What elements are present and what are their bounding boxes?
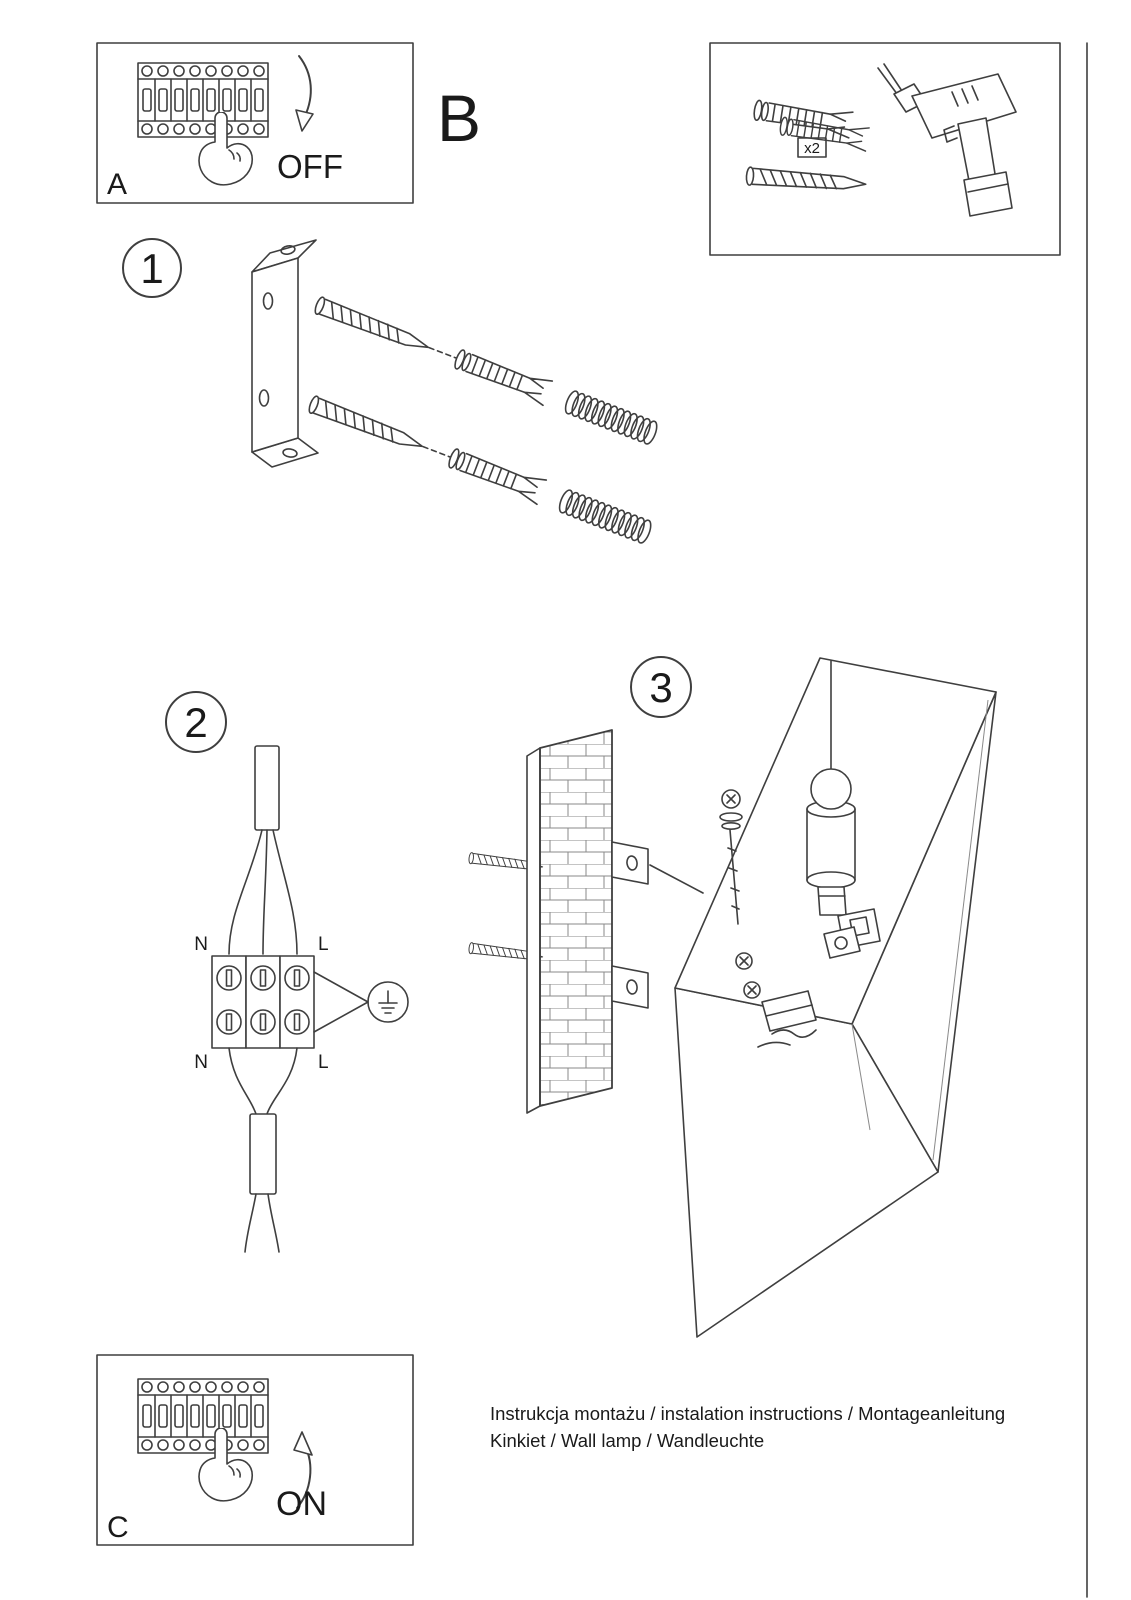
mounting-bracket-icon — [251, 239, 319, 468]
panel-b-frame — [709, 42, 1061, 256]
neutral-top-label: N — [194, 934, 208, 955]
step-1-number: 1 — [140, 245, 163, 292]
panel-b: x2 — [709, 42, 1061, 256]
step-2-number: 2 — [184, 699, 207, 746]
step-3-badge — [630, 656, 692, 718]
lamp-terminal-icon — [735, 926, 861, 1048]
step-1: 1 — [122, 238, 660, 546]
earth-symbol-icon — [313, 971, 409, 1033]
neutral-bottom-label: N — [194, 1052, 208, 1073]
wall-plug-icon — [778, 113, 870, 152]
footer-line-2: Kinkiet / Wall lamp / Wandleuchte — [490, 1430, 764, 1451]
panel-c-label: C — [107, 1511, 129, 1544]
step-3: 3 — [467, 656, 997, 1338]
step-2: 2 N L N L — [165, 691, 409, 1253]
panel-a-state-label: OFF — [277, 148, 343, 185]
lamp-cable-icon — [228, 1047, 298, 1253]
terminal-block-icon — [211, 955, 315, 1049]
footer-line-1: Instrukcja montażu / instalation instruc… — [490, 1403, 1005, 1424]
line-top-label: L — [318, 934, 329, 955]
wall-plate-icon — [526, 729, 649, 1114]
panel-a-frame — [96, 42, 414, 204]
step-1-badge — [122, 238, 182, 298]
quantity-badge: x2 — [797, 137, 827, 158]
panel-b-label: B — [437, 81, 481, 155]
wall-plug-icon — [751, 96, 854, 139]
arrow-up-icon — [293, 1431, 313, 1509]
panel-c: ON C — [96, 1354, 414, 1546]
screw-anchor-assembly — [306, 391, 654, 545]
panel-c-state-label: ON — [276, 1485, 327, 1523]
line-bottom-label: L — [318, 1052, 329, 1073]
alignment-line — [649, 864, 704, 894]
screw-icon — [745, 166, 868, 195]
fixing-screw-icon — [719, 789, 743, 925]
panel-a: OFF A — [96, 42, 414, 204]
step-2-badge — [165, 691, 227, 753]
step-3-number: 3 — [649, 664, 672, 711]
supply-cable-icon — [228, 745, 298, 955]
drill-icon — [877, 63, 1017, 217]
lamp-body-icon — [674, 657, 997, 1338]
circuit-breaker-icon — [137, 62, 269, 138]
panel-a-label: A — [107, 168, 127, 201]
quantity-label: x2 — [804, 140, 820, 157]
arrow-down-icon — [295, 55, 314, 132]
panel-c-frame — [96, 1354, 414, 1546]
circuit-breaker-icon — [137, 1378, 269, 1454]
